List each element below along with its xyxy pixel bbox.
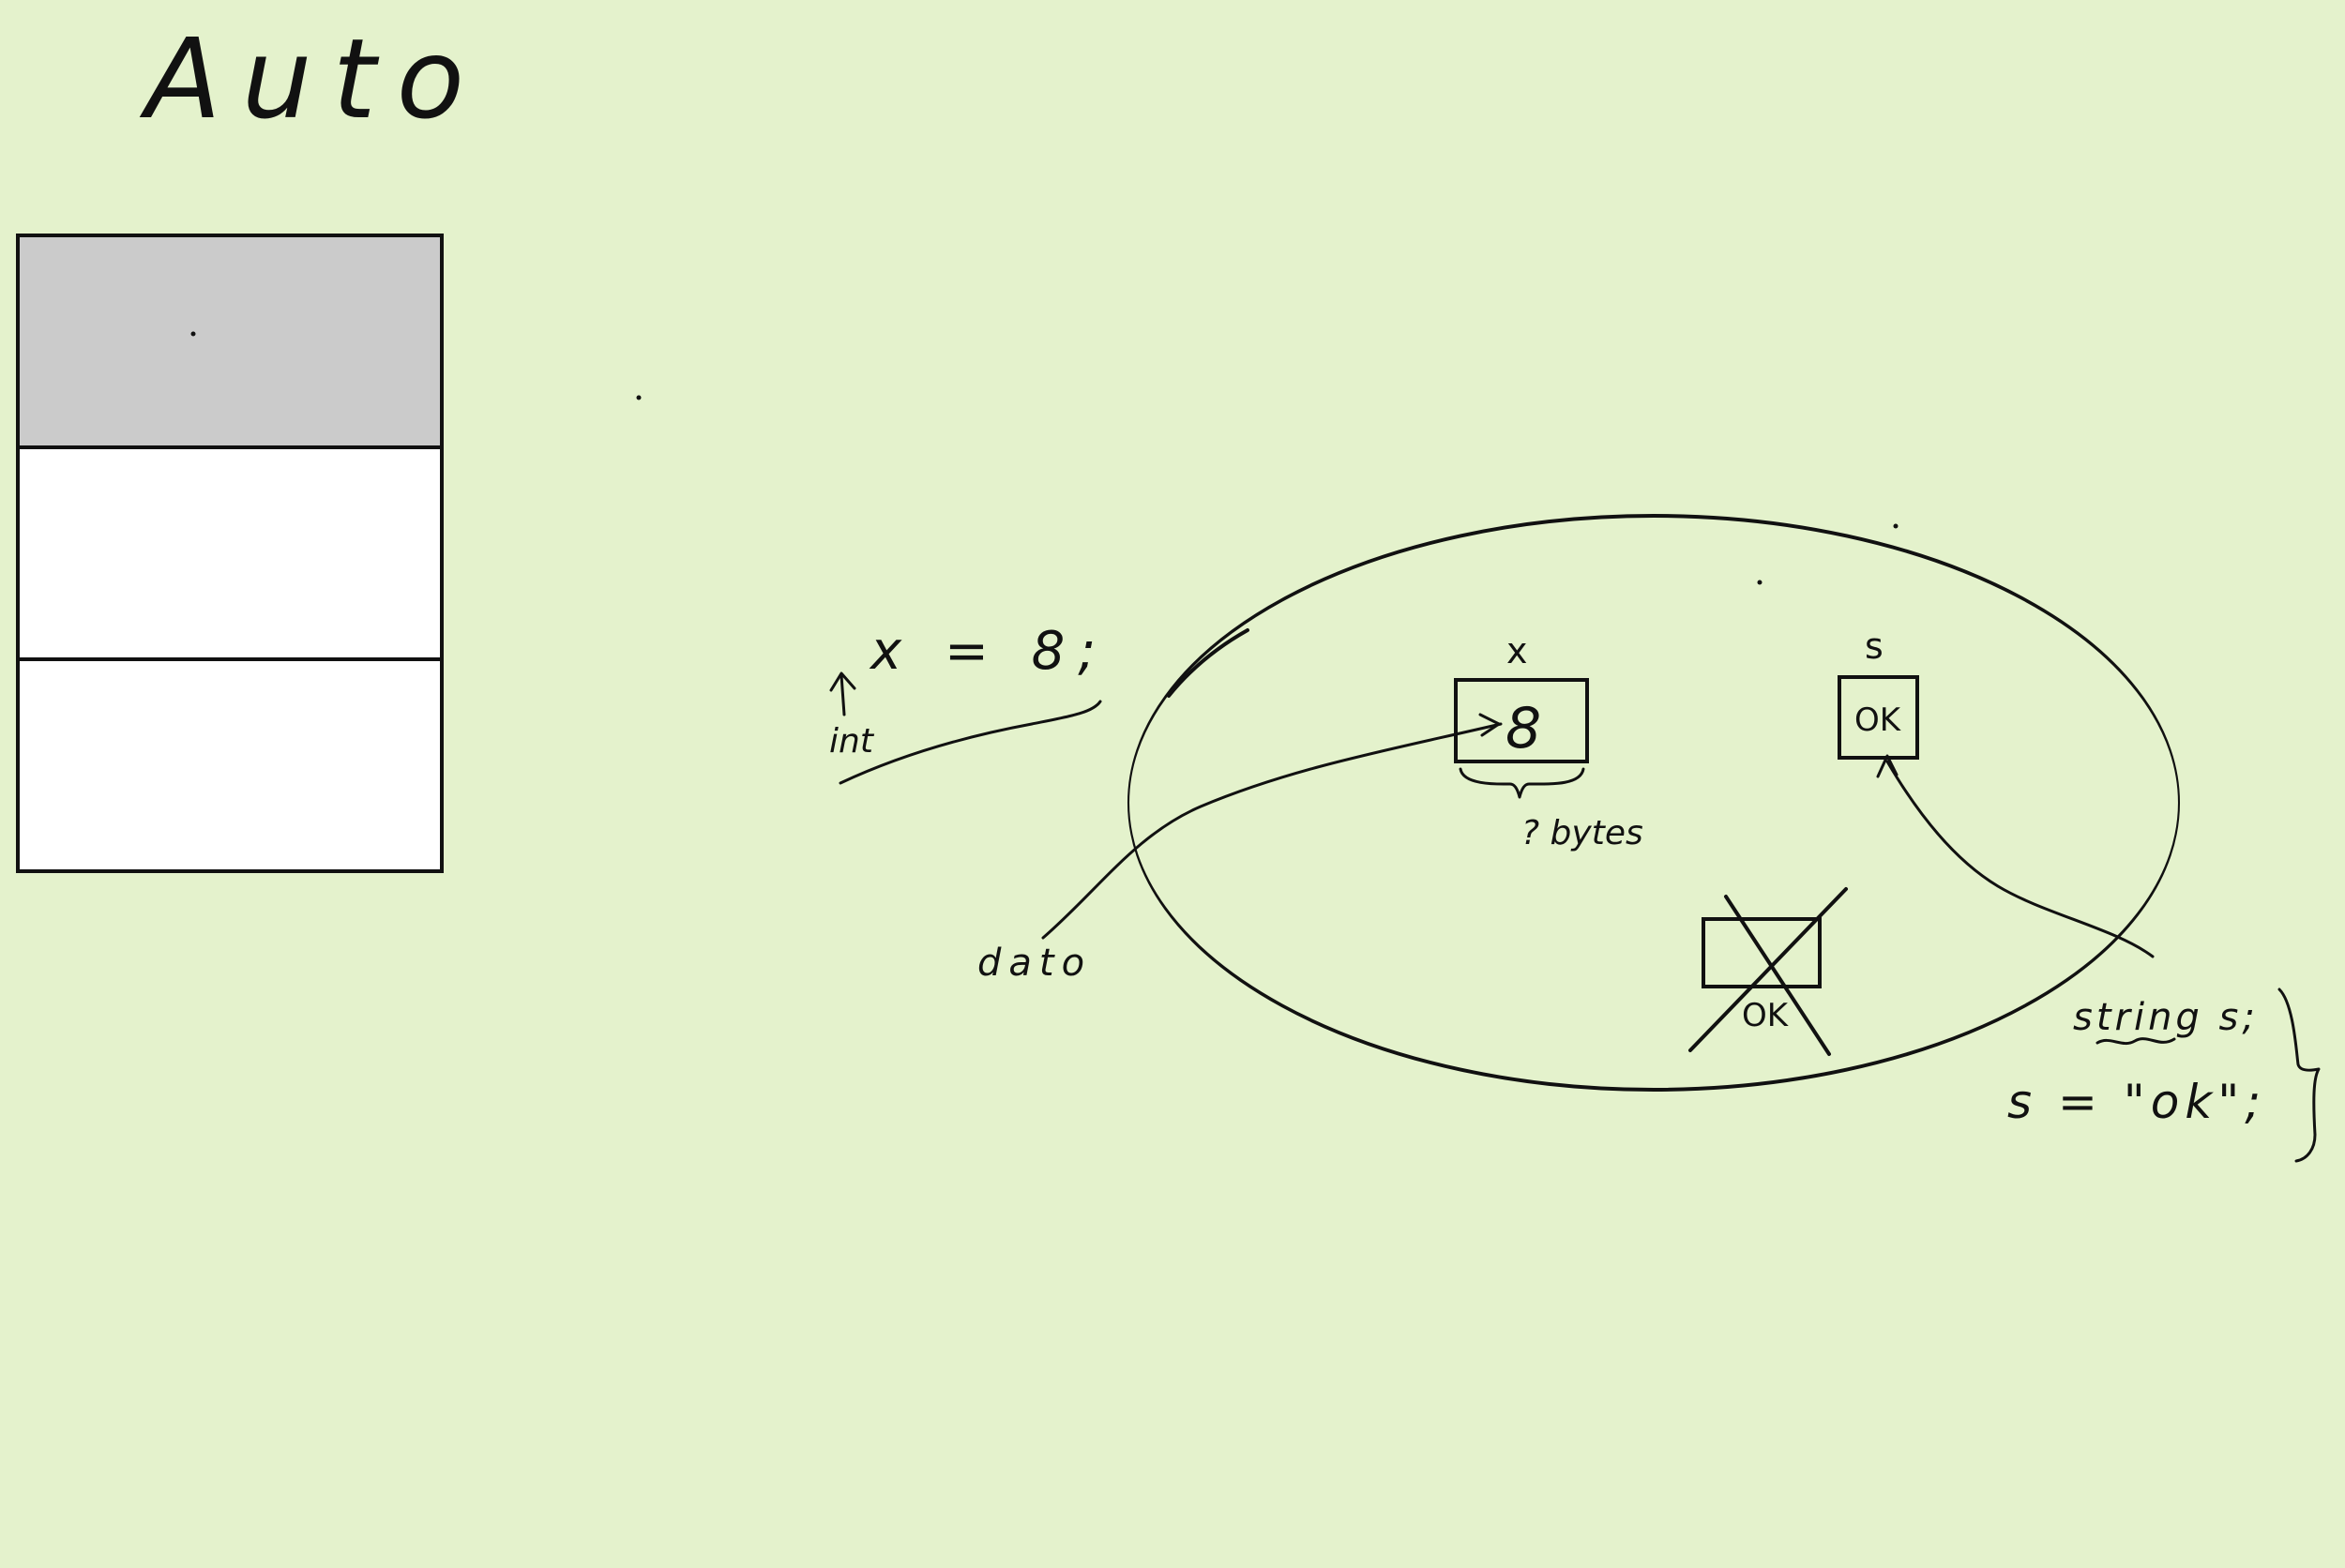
type-squiggle	[2095, 1037, 2176, 1046]
dato-arrowhead-icon	[1478, 713, 1501, 737]
bytes-brace	[1459, 767, 1585, 799]
statements-brace	[2277, 988, 2321, 1163]
string-arrow	[1885, 760, 2155, 958]
stack-cell-top	[16, 234, 444, 449]
dato-label: dato	[977, 942, 1092, 985]
ellipse-overstroke	[1167, 628, 1249, 698]
statement-underline	[839, 700, 1102, 785]
type-int-label: int	[829, 722, 875, 761]
stack-cell-bottom	[16, 657, 444, 873]
stack-cell-middle	[16, 445, 444, 661]
type-arrow-icon	[829, 671, 856, 716]
var-s-name: s	[1865, 626, 1884, 667]
statement-string-decl: string s;	[2073, 996, 2259, 1039]
stray-dot	[190, 331, 196, 337]
crossed-box	[1702, 917, 1822, 988]
stray-dot	[1757, 580, 1763, 585]
page-title: Auto	[139, 14, 485, 143]
var-s-box	[1838, 675, 1919, 760]
stray-dot	[636, 395, 642, 400]
bytes-note: ? bytes	[1521, 814, 1643, 852]
statement-int: x = 8;	[869, 621, 1109, 682]
var-x-value: 8	[1505, 696, 1541, 761]
string-arrowhead-icon	[1876, 754, 1899, 778]
crossed-value: OK	[1742, 997, 1790, 1034]
var-s-value: OK	[1854, 701, 1902, 739]
var-x-box	[1454, 678, 1589, 763]
dato-arrow	[1041, 722, 1503, 940]
var-x-name: x	[1506, 630, 1528, 671]
cross-out-icon	[1688, 887, 1848, 1056]
stray-dot	[1893, 523, 1899, 529]
memory-region-ellipse	[1127, 514, 2181, 1092]
statement-string-assign: s = "ok";	[2007, 1075, 2266, 1129]
stack-panel	[16, 234, 444, 873]
